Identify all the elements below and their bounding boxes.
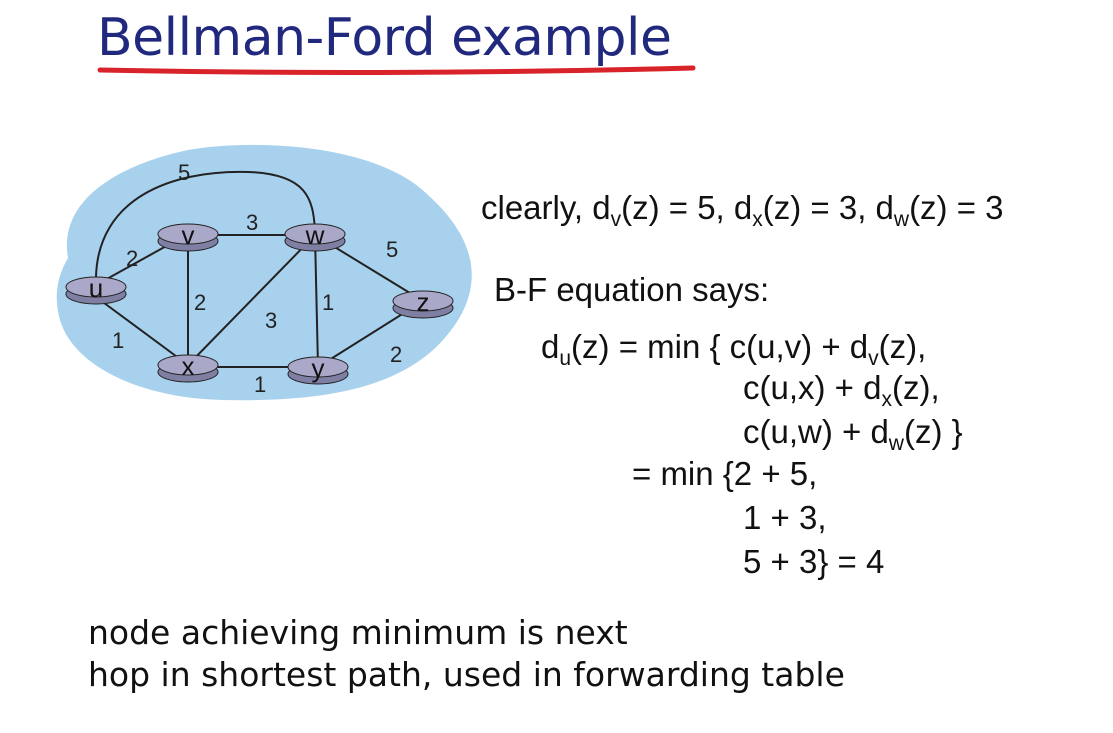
svg-text:z: z	[417, 287, 430, 317]
footer-line-2: hop in shortest path, used in forwarding…	[88, 655, 845, 694]
edge-label-u-w: 5	[178, 160, 190, 185]
footer-line-1: node achieving minimum is next	[88, 613, 628, 652]
clearly-statement: clearly, dv(z) = 5, dx(z) = 3, dw(z) = 3	[481, 189, 1004, 231]
page-title: Bellman-Ford example	[97, 8, 672, 68]
edge-u-w	[95, 170, 316, 278]
edge-u-x	[95, 296, 189, 366]
svg-text:w: w	[305, 220, 325, 250]
title-underline	[97, 65, 696, 75]
svg-text:y: y	[312, 353, 325, 383]
edge-label-u-v: 2	[126, 246, 138, 271]
router-z: z	[392, 287, 454, 319]
edge-label-x-y: 1	[254, 372, 266, 397]
svg-text:x: x	[182, 351, 195, 381]
edge-label-w-y: 1	[322, 290, 334, 315]
router-x: x	[157, 351, 219, 383]
router-w: w	[284, 220, 346, 252]
footer-note: node achieving minimum is next hop in sh…	[88, 612, 845, 696]
equation-line-2: c(u,x) + dx(z),	[743, 369, 940, 411]
equation-line-5: 1 + 3,	[743, 499, 827, 536]
router-u: u	[65, 273, 127, 305]
bf-equation-label: B-F equation says:	[494, 271, 770, 308]
router-y: y	[287, 353, 349, 385]
equation-line-6: 5 + 3} = 4	[743, 543, 885, 580]
edge-w-x	[187, 234, 316, 366]
edge-label-w-z: 5	[386, 237, 398, 262]
edge-label-y-z: 2	[390, 342, 402, 367]
edge-label-u-x: 1	[112, 328, 124, 353]
equation-line-4: = min {2 + 5,	[632, 455, 818, 492]
svg-text:v: v	[182, 220, 195, 250]
network-graph: 5 2 1 3 2 3 1 5 1 2 u v w x y z	[56, 144, 472, 401]
edge-label-v-w: 3	[246, 210, 258, 235]
equation-line-3: c(u,w) + dw(z) }	[743, 413, 963, 455]
router-v: v	[157, 220, 219, 252]
edge-label-w-x: 3	[265, 308, 277, 333]
edge-label-v-x: 2	[194, 290, 206, 315]
svg-text:u: u	[89, 273, 103, 303]
equation-line-1: du(z) = min { c(u,v) + dv(z),	[541, 328, 927, 370]
edge-w-y	[314, 234, 319, 368]
